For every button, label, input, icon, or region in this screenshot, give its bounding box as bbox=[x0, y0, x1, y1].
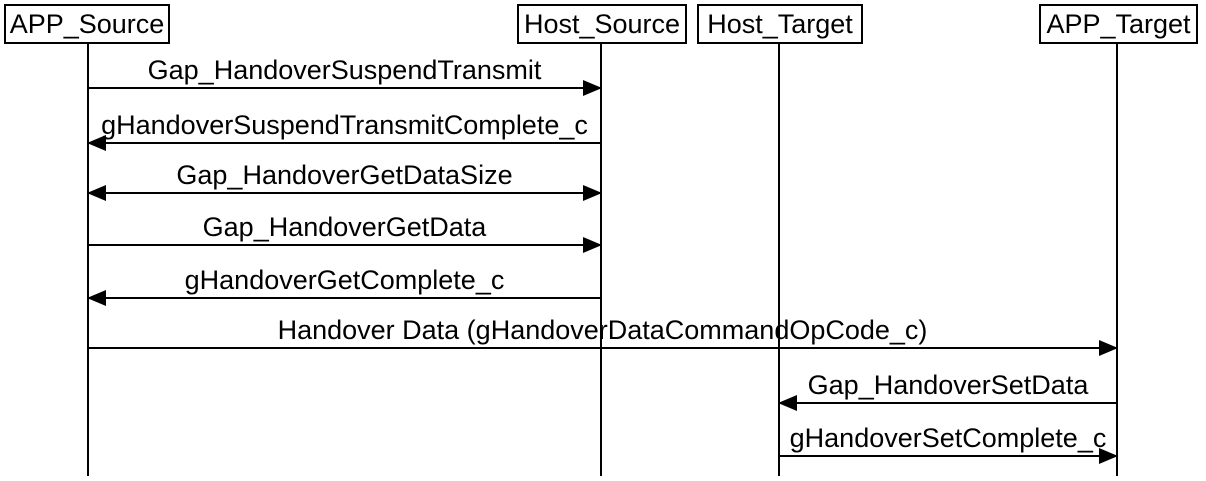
lifeline-app-source bbox=[87, 44, 89, 476]
arrowhead-right-icon bbox=[1099, 340, 1118, 356]
message-app-target-to-host-target: Gap_HandoverSetData bbox=[778, 366, 1117, 411]
message-app-source-to-host-source: Gap_HandoverGetDataSize bbox=[87, 156, 602, 201]
actor-box-app-source: APP_Source bbox=[4, 4, 170, 44]
arrowhead-left-icon bbox=[778, 395, 797, 411]
arrowhead-left-icon bbox=[87, 185, 106, 201]
arrowhead-left-icon bbox=[87, 135, 106, 151]
lifeline-app-target bbox=[1116, 44, 1118, 476]
arrowhead-right-icon bbox=[583, 185, 602, 201]
message-app-source-to-host-source: Gap_HandoverGetData bbox=[88, 208, 602, 253]
message-line bbox=[779, 402, 1117, 404]
message-line bbox=[88, 297, 601, 299]
actor-box-host-source: Host_Source bbox=[517, 4, 687, 44]
message-line bbox=[88, 192, 601, 194]
message-line bbox=[88, 142, 601, 144]
arrowhead-right-icon bbox=[583, 237, 602, 253]
message-line bbox=[779, 455, 1117, 457]
arrowhead-left-icon bbox=[87, 290, 106, 306]
actor-label: APP_Target bbox=[1046, 8, 1191, 39]
message-label: Handover Data (gHandoverDataCommandOpCod… bbox=[277, 315, 928, 346]
actor-box-app-target: APP_Target bbox=[1039, 4, 1198, 44]
message-line bbox=[88, 347, 1117, 349]
message-label: gHandoverSuspendTransmitComplete_c bbox=[101, 110, 588, 141]
actor-label: APP_Source bbox=[9, 8, 165, 39]
actor-box-host-target: Host_Target bbox=[697, 4, 863, 44]
message-line bbox=[88, 87, 601, 89]
message-app-source-to-host-source: Gap_HandoverSuspendTransmit bbox=[88, 51, 602, 96]
arrowhead-right-icon bbox=[1099, 448, 1118, 464]
message-label: Gap_HandoverGetData bbox=[202, 212, 487, 243]
message-host-source-to-app-source: gHandoverGetComplete_c bbox=[87, 261, 601, 306]
message-host-source-to-app-source: gHandoverSuspendTransmitComplete_c bbox=[87, 106, 601, 151]
message-line bbox=[88, 244, 601, 246]
actor-label: Host_Target bbox=[707, 8, 853, 39]
lifeline-host-target bbox=[778, 44, 780, 476]
message-label: Gap_HandoverSuspendTransmit bbox=[147, 55, 542, 86]
message-host-target-to-app-target: gHandoverSetComplete_c bbox=[779, 419, 1118, 464]
message-label: Gap_HandoverSetData bbox=[807, 370, 1089, 401]
message-label: Gap_HandoverGetDataSize bbox=[176, 160, 513, 191]
lifeline-host-source bbox=[600, 44, 602, 476]
message-app-source-to-app-target: Handover Data (gHandoverDataCommandOpCod… bbox=[88, 311, 1118, 356]
message-label: gHandoverGetComplete_c bbox=[184, 265, 505, 296]
actor-label: Host_Source bbox=[523, 8, 681, 39]
arrowhead-right-icon bbox=[583, 80, 602, 96]
message-label: gHandoverSetComplete_c bbox=[789, 423, 1107, 454]
